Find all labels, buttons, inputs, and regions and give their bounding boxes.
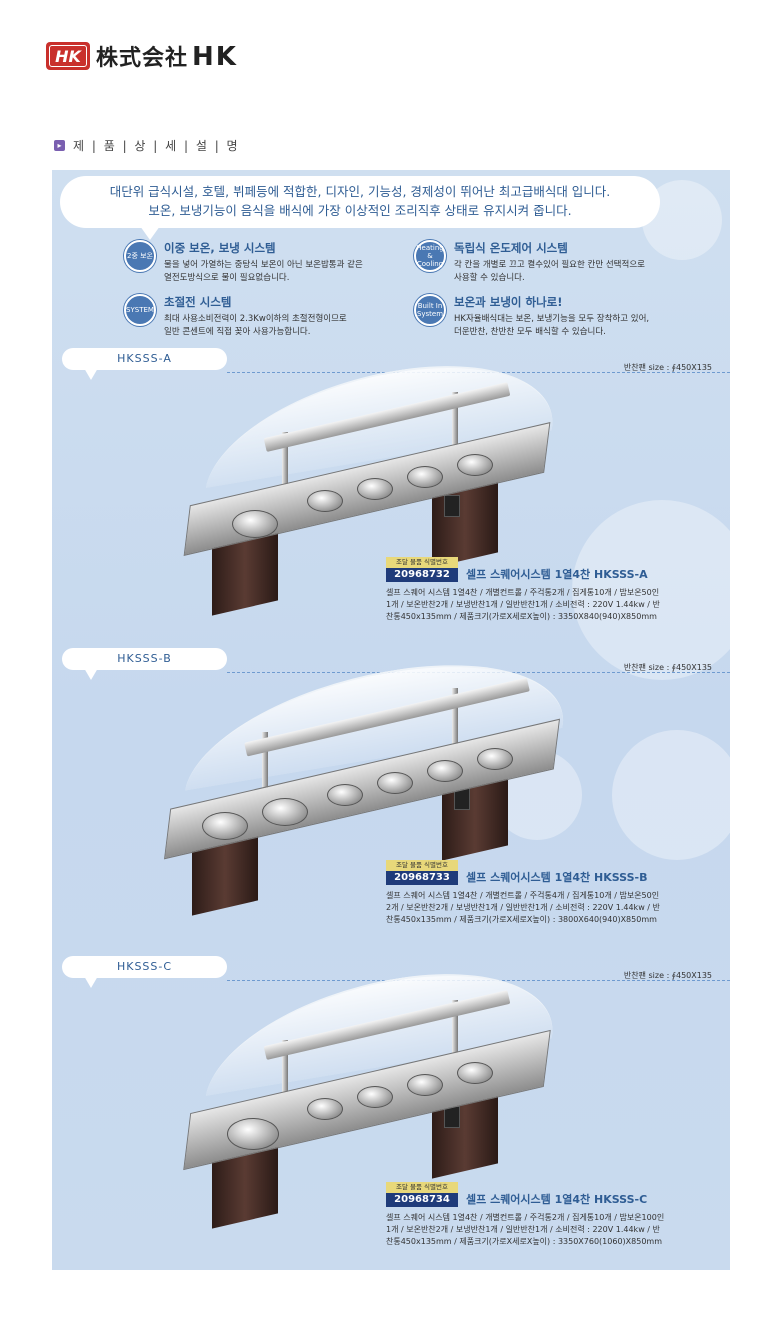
feature-dual-insulation: 2중 보온 이중 보온, 보냉 시스템 물을 넣어 가열하는 중탕식 보온이 아… (124, 240, 363, 285)
badge-number: 20968733 (386, 871, 458, 885)
intro-line-1: 대단위 급식시설, 호텔, 뷔페등에 적합한, 디자인, 기능성, 경제성이 뛰… (109, 184, 611, 199)
pan-size: 반찬팬 size : ∮450X135 (623, 363, 712, 372)
product-detail-panel: 대단위 급식시설, 호텔, 뷔페등에 적합한, 디자인, 기능성, 경제성이 뛰… (52, 170, 730, 1270)
company-suffix: HK (192, 42, 238, 72)
dual-insulation-icon: 2중 보온 (124, 240, 156, 272)
product-image-b (152, 639, 579, 916)
company-prefix: 株式会社 (96, 46, 189, 71)
intro-line-2: 보온, 보냉기능이 음식을 배식에 가장 이상적인 조리직후 상태로 유지시켜 … (148, 203, 572, 218)
product-image-c (172, 950, 569, 1229)
intro-bubble: 대단위 급식시설, 호텔, 뷔페등에 적합한, 디자인, 기능성, 경제성이 뛰… (60, 176, 660, 240)
model-name-tab: HKSSS-B (62, 648, 227, 680)
model-name-tab: HKSSS-C (62, 956, 227, 988)
feature-text: HK자율배식대는 보온, 보냉기능을 모두 장착하고 있어, 더운반찬, 찬반찬… (454, 314, 650, 337)
badge-label: 조달 물품 식별번호 (386, 557, 458, 568)
lightbulb-icon: SYSTEM (124, 294, 156, 326)
section-heading: ▸ 제 | 품 | 상 | 세 | 설 | 명 (54, 137, 240, 154)
badge-label: 조달 물품 식별번호 (386, 1182, 458, 1193)
model-info-c: 조달 물품 식별번호 20968734 셀프 스퀘어시스템 1열4찬 HKSSS… (386, 1182, 726, 1248)
feature-title: 보온과 보냉이 하나로! (454, 295, 563, 309)
product-title: 셀프 스퀘어시스템 1열4찬 HKSSS-A (466, 568, 648, 581)
procurement-badge: 조달 물품 식별번호 20968732 (386, 557, 458, 582)
feature-title: 초절전 시스템 (164, 295, 232, 309)
hk-logo-mark: HK (46, 42, 90, 70)
model-band-b: HKSSS-B 반찬팬 size : ∮450X135 (52, 648, 730, 680)
feature-title: 독립식 온도제어 시스템 (454, 241, 568, 255)
model-band-a: HKSSS-A 반찬팬 size : ∮450X135 (52, 348, 730, 380)
feature-power-saving: SYSTEM 초절전 시스템 최대 사용소비전력이 2.3Kw이하의 초절전형이… (124, 294, 347, 339)
pan-size: 반찬팬 size : ∮450X135 (623, 663, 712, 672)
feature-temperature-control: Heating & Cooling 독립식 온도제어 시스템 각 칸을 개별로 … (414, 240, 645, 285)
product-description: 셀프 스퀘어 시스템 1열4찬 / 개별컨트롤 / 주걱통4개 / 집게통10개… (386, 891, 660, 924)
feature-text: 물을 넣어 가열하는 중탕식 보온이 아닌 보온밥통과 같은 열전도방식으로 물… (164, 260, 363, 283)
product-image-a (172, 342, 569, 616)
model-info-a: 조달 물품 식별번호 20968732 셀프 스퀘어시스템 1열4찬 HKSSS… (386, 557, 726, 623)
badge-label: 조달 물품 식별번호 (386, 860, 458, 871)
feature-built-in: Built In System 보온과 보냉이 하나로! HK자율배식대는 보온… (414, 294, 649, 339)
pan-size: 반찬팬 size : ∮450X135 (623, 971, 712, 980)
product-title: 셀프 스퀘어시스템 1열4찬 HKSSS-B (466, 871, 648, 884)
built-in-system-icon: Built In System (414, 294, 446, 326)
floral-decoration (572, 500, 730, 680)
product-title: 셀프 스퀘어시스템 1열4찬 HKSSS-C (466, 1193, 648, 1206)
procurement-badge: 조달 물품 식별번호 20968734 (386, 1182, 458, 1207)
heating-cooling-icon: Heating & Cooling (414, 240, 446, 272)
badge-number: 20968732 (386, 568, 458, 582)
feature-title: 이중 보온, 보냉 시스템 (164, 241, 276, 255)
badge-number: 20968734 (386, 1193, 458, 1207)
model-info-b: 조달 물품 식별번호 20968733 셀프 스퀘어시스템 1열4찬 HKSSS… (386, 860, 726, 926)
floral-decoration (612, 730, 730, 860)
procurement-badge: 조달 물품 식별번호 20968733 (386, 860, 458, 885)
product-description: 셀프 스퀘어 시스템 1열4찬 / 개별컨트롤 / 주걱통2개 / 집게통10개… (386, 588, 660, 621)
product-description: 셀프 스퀘어 시스템 1열4찬 / 개별컨트롤 / 주걱통2개 / 집게통10개… (386, 1213, 665, 1246)
feature-text: 각 칸을 개별로 끄고 켤수있어 필요한 칸만 선택적으로 사용할 수 있습니다… (454, 260, 645, 283)
arrow-right-icon: ▸ (54, 140, 65, 151)
feature-text: 최대 사용소비전력이 2.3Kw이하의 초절전형이므로 일반 콘센트에 직접 꽂… (164, 314, 347, 337)
model-name-tab: HKSSS-A (62, 348, 227, 380)
section-title-text: 제 | 품 | 상 | 세 | 설 | 명 (73, 139, 240, 153)
model-band-c: HKSSS-C 반찬팬 size : ∮450X135 (52, 956, 730, 988)
